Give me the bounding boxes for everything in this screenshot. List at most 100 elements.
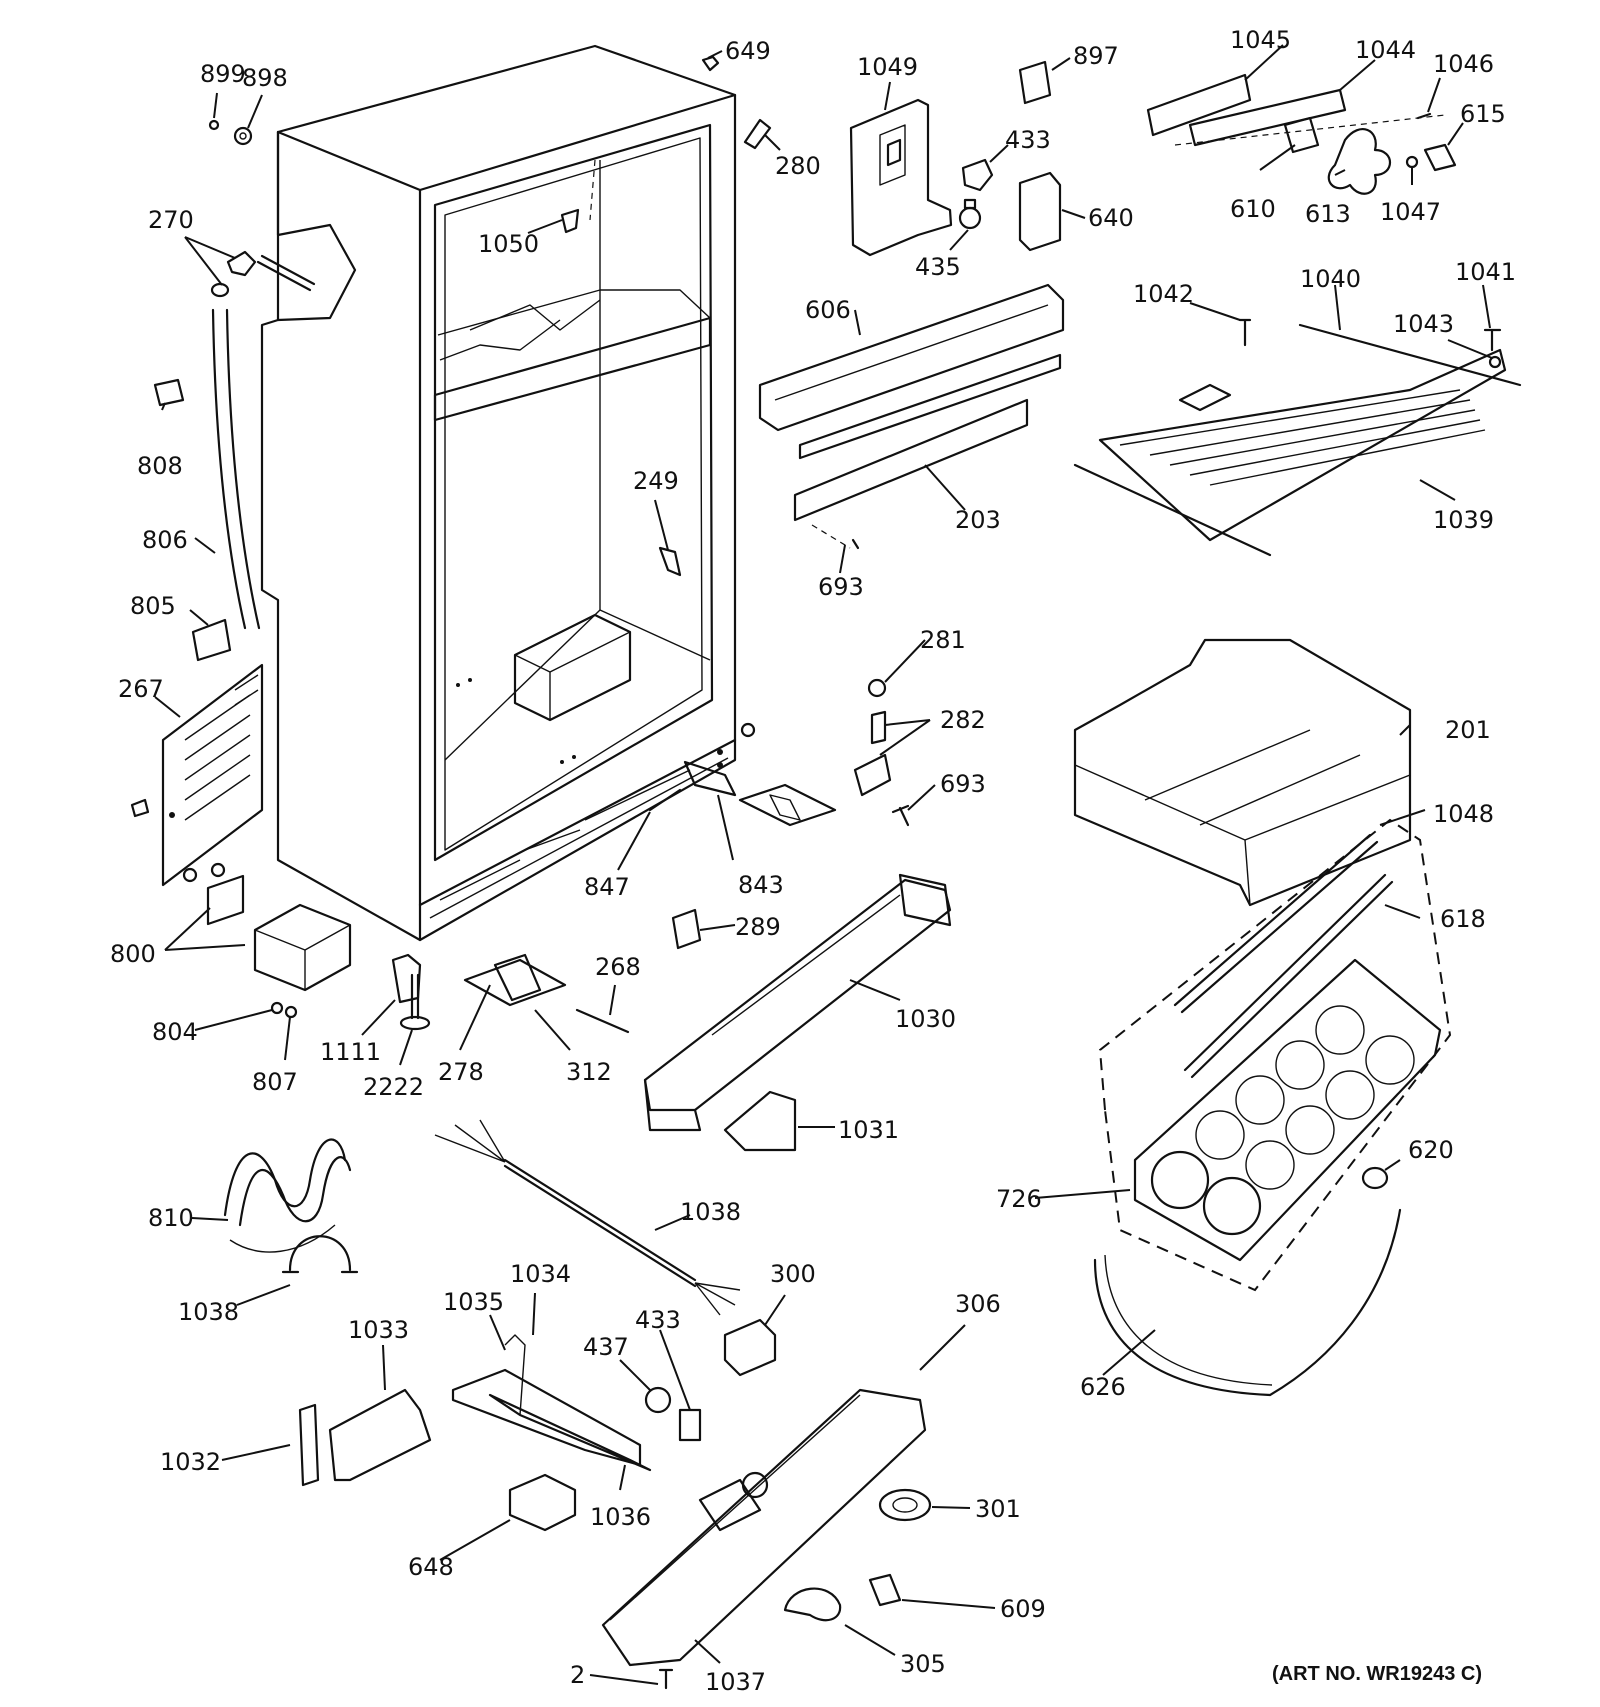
callout-289: 289 (735, 913, 781, 941)
callout-620: 620 (1408, 1136, 1454, 1164)
callout-615: 615 (1460, 100, 1506, 128)
callout-897: 897 (1073, 42, 1119, 70)
part-898-washer (233, 126, 253, 146)
callout-1111: 1111 (320, 1038, 381, 1066)
part-1039-evaporator-cover (1073, 323, 1522, 557)
part-807-nut (284, 1005, 298, 1019)
part-267-cover-panel (161, 663, 264, 887)
part-606-duct (758, 283, 1065, 460)
callout-435: 435 (915, 253, 961, 281)
part-1050-bracket (560, 208, 580, 234)
callout-1034: 1034 (510, 1260, 571, 1288)
part-640-cover (1018, 171, 1062, 252)
callout-806: 806 (142, 526, 188, 554)
part-282-bracket (853, 753, 892, 797)
refrigerator-cabinet (260, 44, 737, 942)
part-810-harness (223, 1138, 352, 1253)
part-693-screw (851, 538, 860, 550)
callout-800: 800 (110, 940, 156, 968)
callout-808: 808 (137, 452, 183, 480)
callout-1033: 1033 (348, 1316, 409, 1344)
callout-693a: 693 (818, 573, 864, 601)
part-2222-leveling-screw (399, 973, 431, 1031)
callout-300: 300 (770, 1260, 816, 1288)
callout-282: 282 (940, 706, 986, 734)
part-1048-heater (1173, 833, 1379, 1014)
callout-2: 2 (570, 1661, 585, 1689)
part-1038-clamp (288, 1235, 352, 1272)
art-number: (ART NO. WR19243 C) (1272, 1663, 1482, 1685)
callout-1032: 1032 (160, 1448, 221, 1476)
part-648-switch (508, 1473, 577, 1532)
part-1038-wire-harness (434, 1119, 741, 1316)
part-1030-base-rail (643, 873, 952, 1132)
part-620-plug (1361, 1166, 1389, 1190)
part-847-spring (648, 788, 682, 812)
callout-640: 640 (1088, 204, 1134, 232)
callout-1036: 1036 (590, 1503, 651, 1531)
callout-278: 278 (438, 1058, 484, 1086)
part-435-bulb (958, 198, 982, 230)
callout-1041: 1041 (1455, 258, 1516, 286)
part-203-strip (793, 398, 1029, 522)
part-649-plug (701, 55, 720, 72)
part-280-clip (743, 118, 772, 150)
part-804-nut (270, 1001, 284, 1015)
callout-1045: 1045 (1230, 26, 1291, 54)
part-281-washer (867, 678, 887, 698)
part-800-relay (182, 862, 352, 992)
part-268-pin (575, 1008, 630, 1034)
callout-1038b: 1038 (178, 1298, 239, 1326)
part-278-hinge (463, 953, 567, 1007)
callout-807: 807 (252, 1068, 298, 1096)
part-249-bracket (658, 546, 682, 577)
part-cabinet-screw (740, 722, 756, 738)
heater-icemaker-group-outline (1098, 818, 1452, 1292)
callout-433b: 433 (635, 1306, 681, 1334)
part-808-grommet (153, 378, 185, 407)
callout-609: 609 (1000, 1595, 1046, 1623)
part-hinge-bracket-upper (738, 783, 837, 827)
part-843-lever (683, 760, 737, 797)
leader-lines (154, 44, 1493, 1685)
part-899-washer (208, 119, 220, 131)
callout-1030: 1030 (895, 1005, 956, 1033)
callout-268: 268 (595, 953, 641, 981)
part-1033-bracket (328, 1388, 432, 1482)
callout-1044: 1044 (1355, 36, 1416, 64)
part-305-cam (783, 1587, 842, 1622)
part-626-wire (1093, 1208, 1402, 1397)
part-282-bushing (870, 710, 887, 745)
callout-618: 618 (1440, 905, 1486, 933)
callout-1047: 1047 (1380, 198, 1441, 226)
part-897-block (1018, 60, 1052, 105)
callout-201: 201 (1445, 716, 1491, 744)
callout-305: 305 (900, 1650, 946, 1678)
callout-1031: 1031 (838, 1116, 899, 1144)
part-693b-screw (891, 804, 910, 827)
part-1049-housing (849, 98, 953, 257)
callout-606: 606 (805, 296, 851, 324)
callout-899: 899 (200, 60, 246, 88)
part-1031-block (723, 1090, 797, 1152)
callout-1039: 1039 (1433, 506, 1494, 534)
callout-312: 312 (566, 1058, 612, 1086)
callout-2222: 2222 (363, 1073, 424, 1101)
part-1045-1044-fan-bracket (1146, 73, 1457, 195)
callout-249: 249 (633, 467, 679, 495)
callout-270: 270 (148, 206, 194, 234)
callout-810: 810 (148, 1204, 194, 1232)
part-270-valve (210, 250, 316, 298)
callout-693b: 693 (940, 770, 986, 798)
callout-1037: 1037 (705, 1668, 766, 1696)
part-437-bulb (644, 1386, 672, 1414)
callout-1042: 1042 (1133, 280, 1194, 308)
part-301-roller (878, 1488, 932, 1522)
callout-301: 301 (975, 1495, 1021, 1523)
callout-280: 280 (775, 152, 821, 180)
callout-626: 626 (1080, 1373, 1126, 1401)
callout-843: 843 (738, 871, 784, 899)
callout-1035: 1035 (443, 1288, 504, 1316)
part-1035-1036-dispenser-chute (451, 1334, 652, 1472)
callout-1043: 1043 (1393, 310, 1454, 338)
